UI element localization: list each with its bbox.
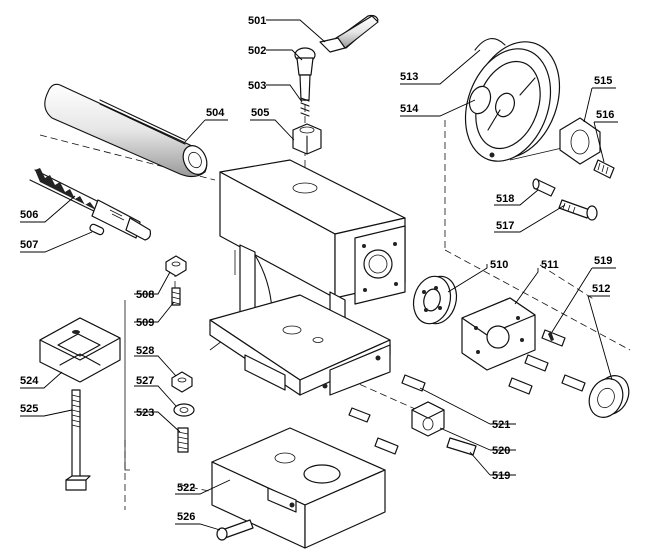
part-501-handle [319, 14, 379, 53]
label-512: 512 [592, 283, 610, 295]
part-524-clamp [39, 317, 121, 383]
part-520-nut [411, 401, 445, 437]
part-514-hub [468, 85, 492, 115]
label-521: 521 [492, 419, 510, 431]
part-517-screw [558, 199, 598, 221]
part-515-hex-nut [559, 117, 601, 165]
label-527: 527 [136, 375, 154, 387]
part-511-flange [461, 297, 536, 371]
label-513: 513 [400, 71, 418, 83]
label-509: 509 [136, 317, 154, 329]
label-528: 528 [136, 345, 154, 357]
part-512-ring-nut [588, 375, 630, 418]
part-523-set-screw [177, 427, 189, 453]
label-510: 510 [490, 259, 508, 271]
label-525: 525 [20, 403, 38, 415]
part-504-sleeve [44, 83, 208, 178]
label-514: 514 [400, 103, 419, 115]
part-503-spring [300, 97, 310, 117]
part-519-screw-lower [374, 437, 477, 456]
part-521-pin [348, 374, 426, 423]
part-505-block [292, 123, 322, 155]
label-524: 524 [20, 375, 39, 387]
label-522: 522 [177, 482, 195, 494]
label-511: 511 [541, 259, 559, 271]
part-506-screw [29, 168, 152, 241]
label-503: 503 [248, 80, 266, 92]
part-508-nut [165, 255, 187, 277]
label-507: 507 [20, 239, 38, 251]
part-518-pin [532, 178, 556, 197]
label-516: 516 [596, 109, 614, 121]
part-513-handwheel [464, 38, 561, 162]
part-528-nut [171, 371, 193, 393]
part-516-screw [593, 159, 615, 179]
label-526: 526 [177, 511, 195, 523]
label-504: 504 [206, 107, 225, 119]
label-523: 523 [136, 407, 154, 419]
part-526-bolt [216, 519, 254, 541]
label-518: 518 [496, 193, 514, 205]
bolts-519-set [508, 329, 586, 395]
label-502: 502 [248, 45, 266, 57]
label-519-upper: 519 [594, 255, 612, 267]
callouts: 501 502 503 504 505 506 507 508 509 510 … [20, 15, 618, 531]
label-520: 520 [492, 445, 510, 457]
label-515: 515 [594, 75, 612, 87]
main-housing [209, 159, 406, 396]
part-527-washer [173, 403, 195, 417]
label-501: 501 [248, 15, 266, 27]
label-508: 508 [136, 289, 154, 301]
label-506: 506 [20, 209, 38, 221]
label-517: 517 [496, 220, 514, 232]
part-507-key [89, 223, 105, 236]
part-510-bearing [412, 275, 458, 325]
part-522-base-block [211, 427, 386, 549]
part-525-bolt [65, 389, 91, 491]
label-505: 505 [251, 107, 269, 119]
label-519-lower: 519 [492, 470, 510, 482]
